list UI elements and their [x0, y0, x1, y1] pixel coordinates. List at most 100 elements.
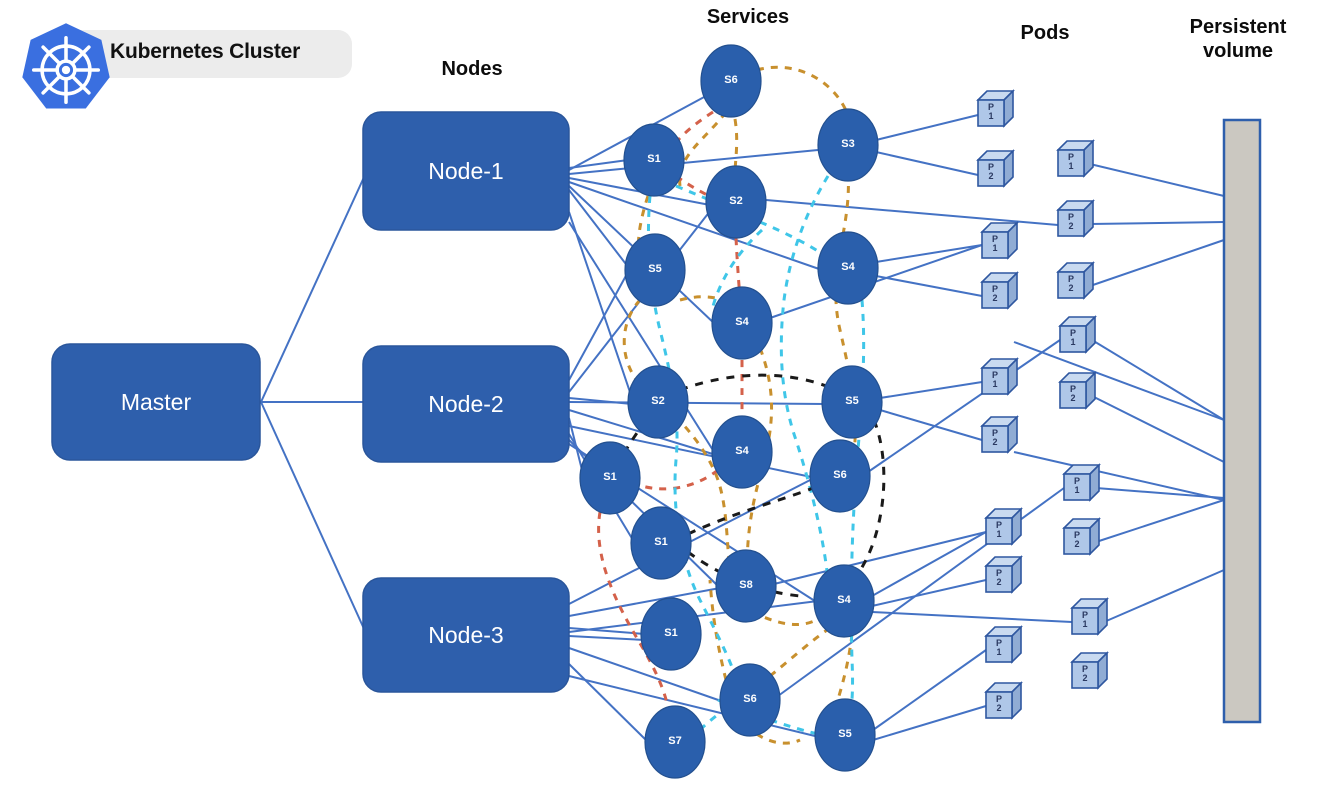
box-node-3[interactable]: [362, 577, 570, 693]
pod-cube-front: [1071, 607, 1099, 635]
pod-cube[interactable]: [976, 89, 1015, 128]
heading-pods: Pods: [1020, 22, 1070, 44]
service-circle[interactable]: [719, 663, 781, 737]
node-1-box[interactable]: Node-1: [363, 112, 569, 230]
link-s-pod: [773, 531, 987, 585]
link-n2-s: [568, 425, 817, 479]
pod-cube-front: [1057, 271, 1085, 299]
link-s-pod: [871, 579, 987, 607]
link-master-node3: [260, 401, 366, 632]
pod-cube-front: [981, 367, 1009, 395]
mesh-dash-cyan: [846, 299, 866, 729]
node2-to-service-links: [568, 205, 827, 604]
master-box-label: Master: [120, 388, 192, 415]
persistent-volume-bar[interactable]: [1222, 118, 1262, 724]
pod-cube[interactable]: [984, 555, 1023, 594]
service-circle[interactable]: [627, 365, 689, 439]
service-circle[interactable]: [814, 698, 876, 772]
link-s-pod: [867, 339, 1061, 473]
pod-cube[interactable]: [1058, 315, 1097, 354]
pod-cube[interactable]: [1070, 597, 1109, 636]
service-circle[interactable]: [640, 597, 702, 671]
link-n1-s: [568, 189, 633, 273]
heading-nodes: Nodes: [441, 58, 503, 80]
service-circle[interactable]: [711, 286, 773, 360]
pod-cube[interactable]: [980, 357, 1019, 396]
link-pod-pv: [1089, 239, 1225, 287]
pod-cube[interactable]: [980, 415, 1019, 454]
link-pod-pv: [1103, 569, 1225, 623]
pod-cube-front: [1063, 473, 1091, 501]
pod-cube[interactable]: [980, 271, 1019, 310]
pod-cube[interactable]: [1058, 371, 1097, 410]
link-s-pod: [872, 705, 987, 741]
pod-cube[interactable]: [1062, 463, 1101, 502]
service-circle[interactable]: [644, 705, 706, 779]
heading-services: Services: [706, 6, 790, 28]
mesh-dash-cyan: [710, 228, 764, 311]
cluster-title: Kubernetes Cluster: [110, 40, 301, 63]
box-node-1[interactable]: [362, 111, 570, 231]
service-circle[interactable]: [630, 506, 692, 580]
link-s-pod: [875, 244, 983, 263]
link-s-pod: [879, 381, 983, 399]
service-circle[interactable]: [817, 231, 879, 305]
pod-cube-front: [981, 425, 1009, 453]
mesh-dash-red: [597, 511, 671, 731]
node-2-box[interactable]: Node-2: [363, 346, 569, 462]
link-n1-s: [568, 181, 823, 271]
pod-cube[interactable]: [976, 149, 1015, 188]
pod-cube[interactable]: [1070, 651, 1109, 690]
service-circle[interactable]: [821, 365, 883, 439]
mesh-dash-red: [635, 468, 719, 491]
box-node-2[interactable]: [362, 345, 570, 463]
mesh-dash-cyan: [646, 195, 742, 695]
heading-persistent-volume: Persistent volume: [1189, 16, 1287, 62]
service-circle[interactable]: [809, 439, 871, 513]
service-circle[interactable]: [817, 108, 879, 182]
mesh-dash-cyan: [675, 184, 715, 204]
service-circle[interactable]: [700, 44, 762, 118]
mesh-dash-orange: [678, 111, 728, 187]
pod-cube-front: [981, 281, 1009, 309]
pod-cube[interactable]: [1062, 517, 1101, 556]
node-3-box[interactable]: Node-3: [363, 578, 569, 692]
link-n2-s: [568, 401, 827, 405]
kubernetes-logo-icon: [22, 23, 110, 109]
link-pod-pv: [1091, 395, 1225, 463]
service-circle[interactable]: [579, 441, 641, 515]
link-pod-pv: [1095, 487, 1225, 499]
pod-to-volume-links: [1013, 163, 1225, 623]
master-box[interactable]: Master: [52, 344, 260, 460]
service-circle[interactable]: [715, 549, 777, 623]
mesh-dash-black: [844, 419, 886, 599]
pod-cube[interactable]: [980, 221, 1019, 260]
pod-cube[interactable]: [1056, 139, 1095, 178]
master-to-node-links: [260, 174, 366, 632]
box-master[interactable]: [51, 343, 261, 461]
link-n1-s: [568, 159, 629, 169]
link-n3-s: [568, 663, 651, 745]
mesh-dash-black: [687, 484, 819, 536]
service-circle[interactable]: [623, 123, 685, 197]
service-circles-group: [579, 44, 883, 779]
service-circle[interactable]: [705, 165, 767, 239]
pod-cube[interactable]: [984, 625, 1023, 664]
service-circle[interactable]: [813, 564, 875, 638]
node-1-box-label: Node-1: [428, 157, 504, 184]
pod-cube[interactable]: [1056, 261, 1095, 300]
pod-cube[interactable]: [984, 681, 1023, 720]
pod-cube-front: [1057, 209, 1085, 237]
mesh-dash-black: [679, 373, 841, 394]
service-circle[interactable]: [624, 233, 686, 307]
link-master-node1: [260, 174, 366, 403]
service-circle[interactable]: [711, 415, 773, 489]
node3-to-service-links: [568, 475, 820, 745]
pod-cube-front: [985, 517, 1013, 545]
pod-cube[interactable]: [984, 507, 1023, 546]
pod-cube[interactable]: [1056, 199, 1095, 238]
link-s-pod: [765, 199, 1059, 226]
service-to-pod-links: [765, 114, 1073, 741]
pod-cube-front: [977, 159, 1005, 187]
